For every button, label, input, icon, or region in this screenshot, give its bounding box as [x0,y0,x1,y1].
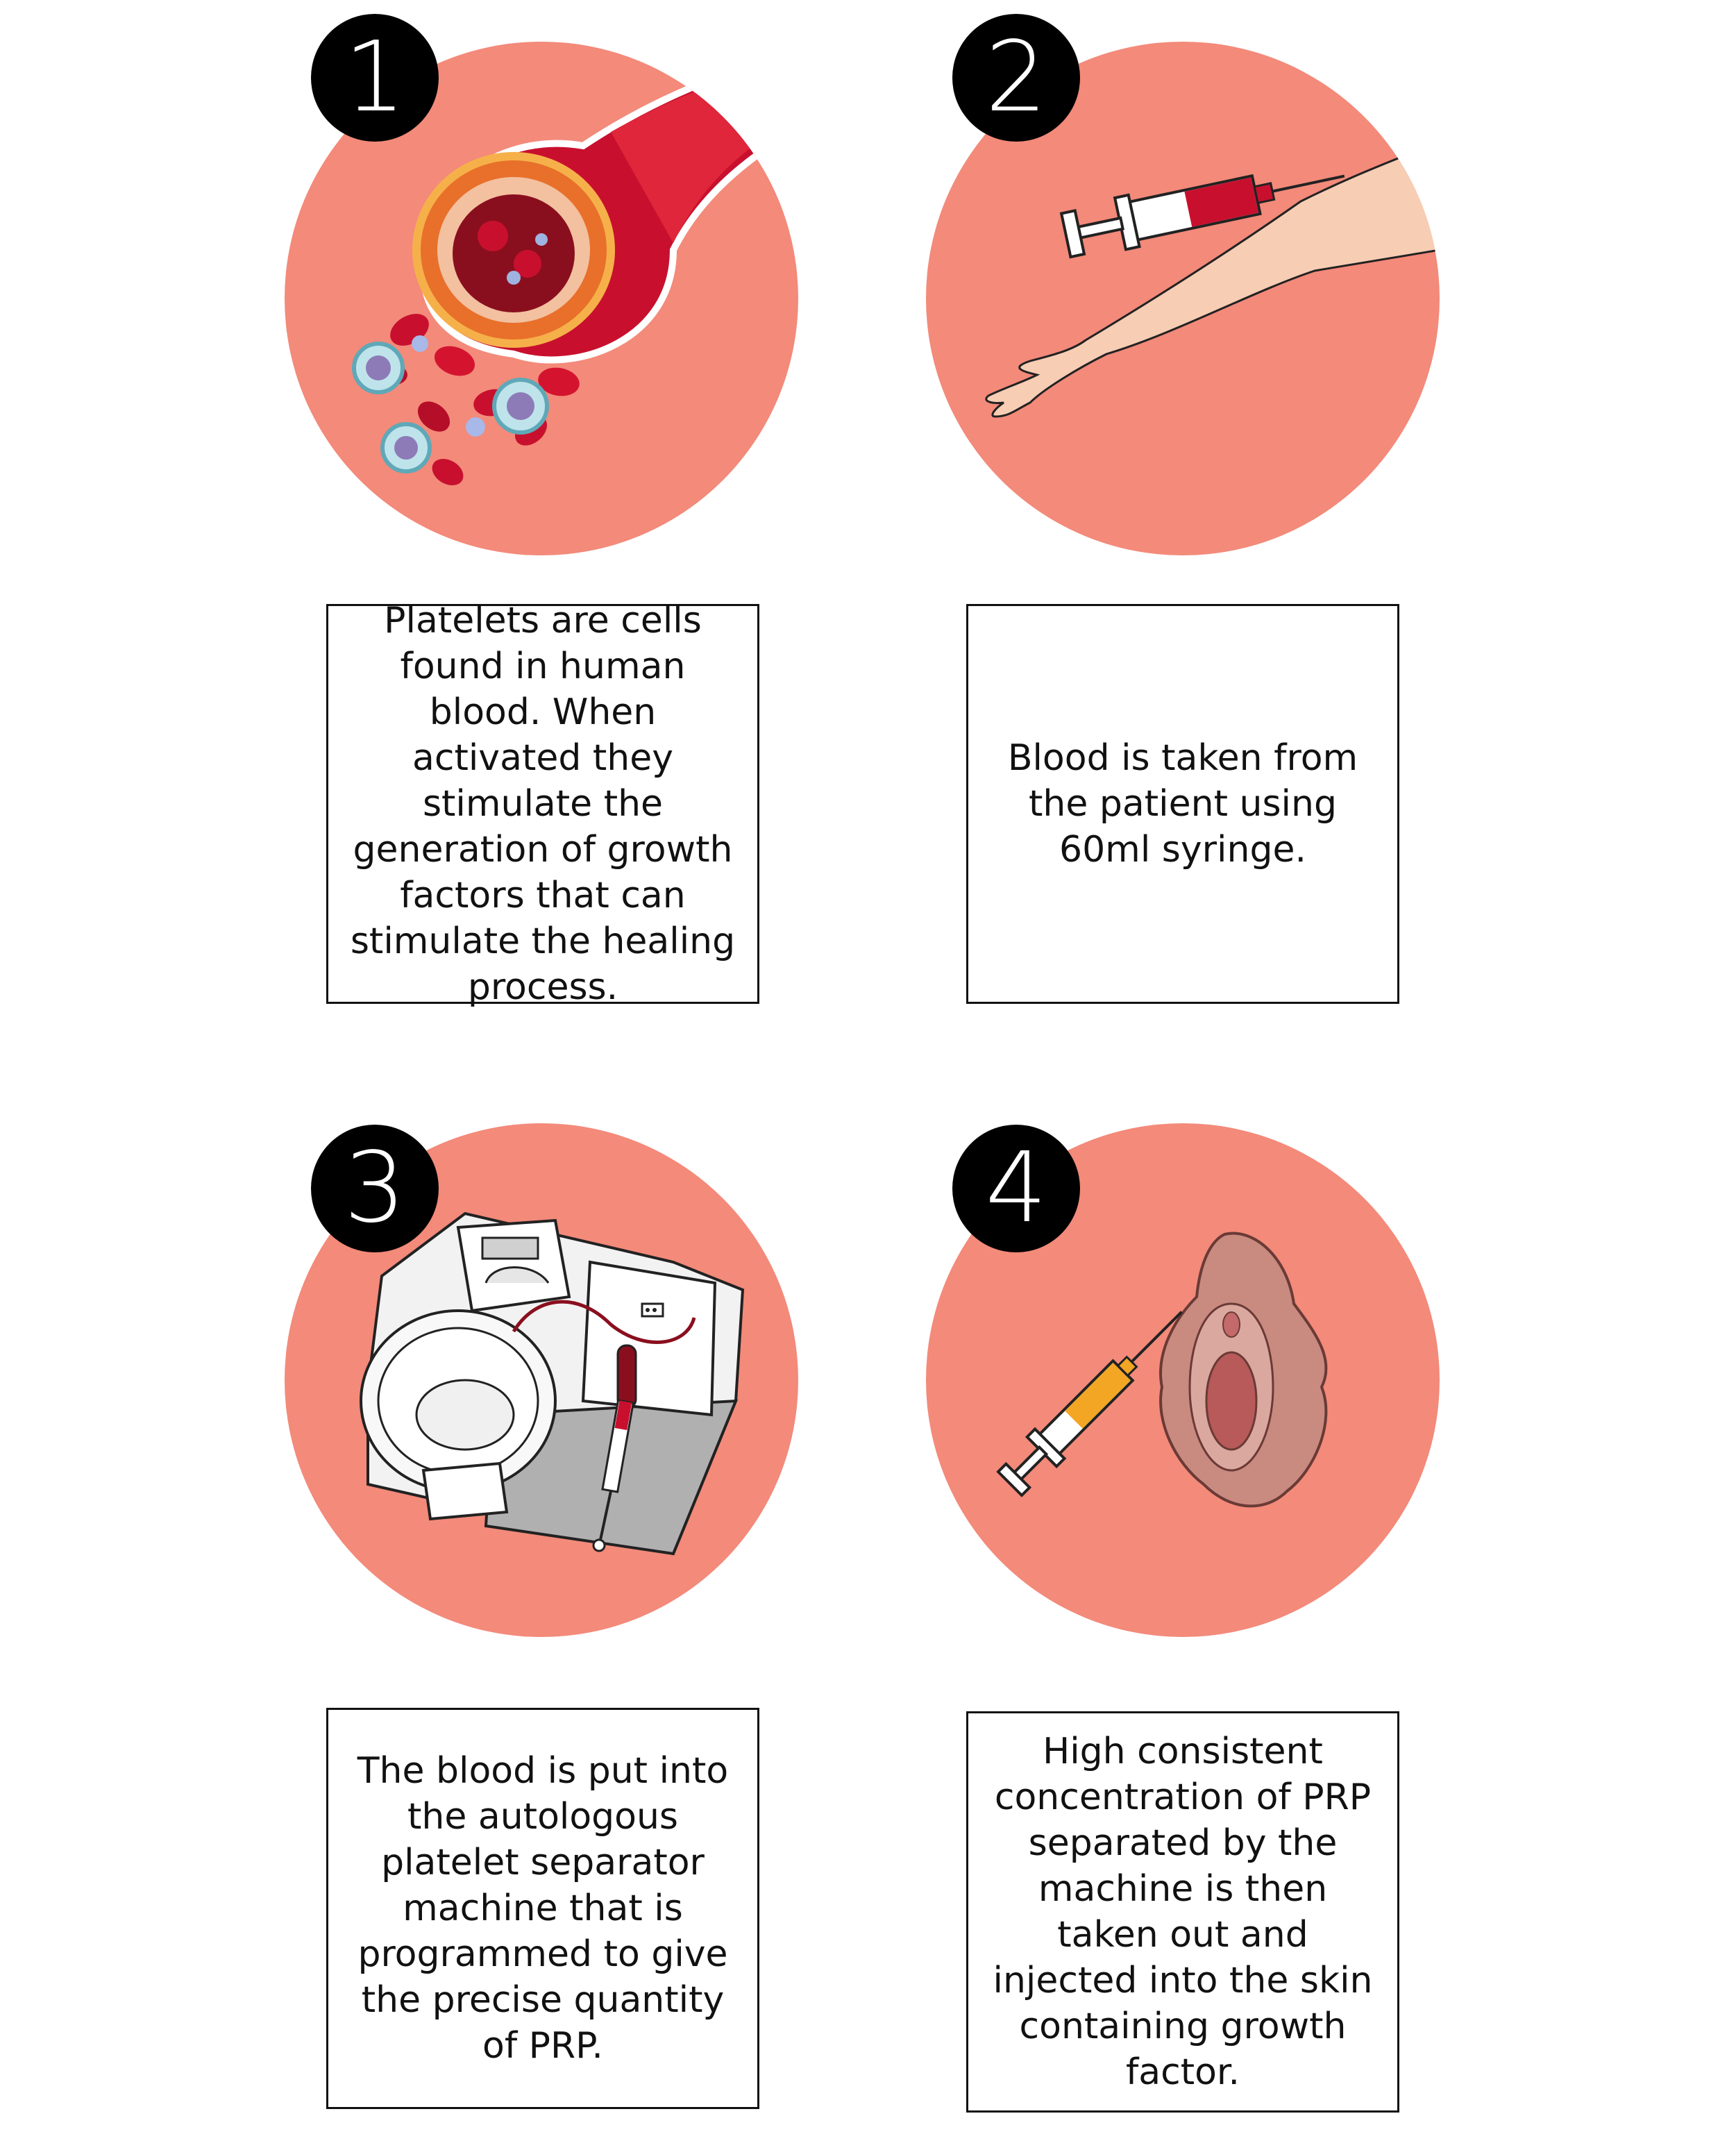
step-1-number-badge: 1 [311,14,439,142]
step-1-description: Platelets are cells found in human blood… [326,600,759,1008]
step-2-illustration [926,42,1440,555]
syringe-arm-icon [985,144,1440,418]
step-2-text: Blood is taken from the patient using 60… [1007,737,1358,871]
platelet-separator-machine-icon [360,1211,745,1556]
step-3-description: The blood is put into the autologous pla… [326,1708,759,2109]
step-4-number-badge: 4 [952,1125,1080,1252]
blood-vessel-cells-icon [352,65,775,485]
syringe-injection-icon [996,1232,1328,1508]
step-3-number-badge: 3 [311,1125,439,1252]
step-4-text: High consistent concentration of PRP sep… [993,1731,1373,2093]
step-1-text: Platelets are cells found in human blood… [350,600,736,1008]
step-2-description: Blood is taken from the patient using 60… [966,604,1399,1004]
step-1-illustration [285,42,798,555]
step-3-text: The blood is put into the autologous pla… [357,1750,729,2067]
step-2-number-badge: 2 [952,14,1080,142]
step-4-description: High consistent concentration of PRP sep… [966,1711,1399,2113]
